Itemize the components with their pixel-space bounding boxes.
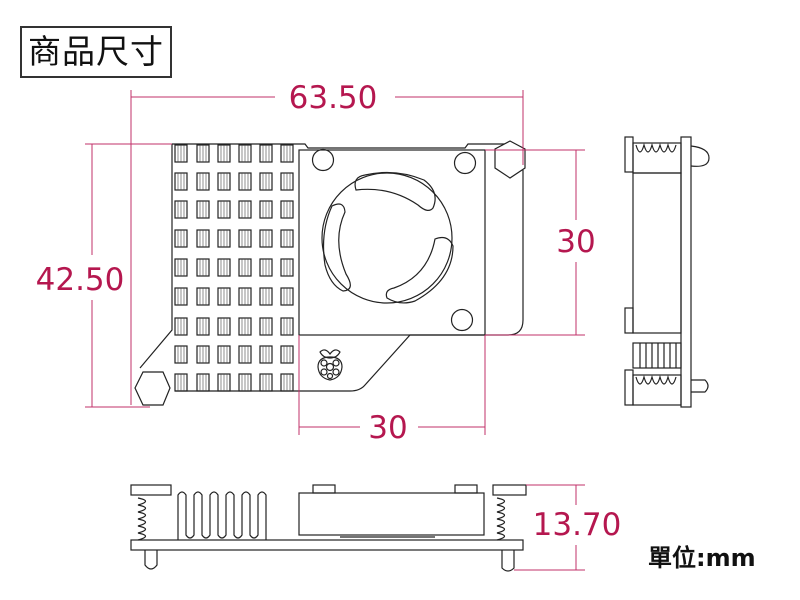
front-view: [130, 484, 527, 572]
top-view: [134, 140, 526, 406]
dimension-fan-height-label: 30: [556, 224, 595, 260]
fin-grid: [174, 144, 294, 392]
dimension-height: 42.50: [36, 143, 172, 408]
dimension-height-label: 42.50: [36, 262, 125, 298]
screw-hole-icon: [453, 151, 477, 175]
raspberry-pi-logo-icon: [317, 349, 343, 381]
fan-outer-ring: [321, 172, 453, 304]
dimension-width-label: 63.50: [289, 80, 378, 116]
side-view: [624, 136, 710, 408]
unit-label: 單位:mm: [648, 544, 756, 572]
dimension-width: 63.50: [130, 80, 524, 405]
fan-blades: [322, 171, 454, 304]
dimension-fan-width: 30: [298, 335, 486, 446]
dimension-fan-height: 30: [485, 149, 596, 336]
hex-standoff-icon: [134, 371, 171, 406]
dimension-thickness: 13.70: [514, 484, 622, 571]
screw-hole-icon: [450, 308, 474, 332]
dimension-thickness-label: 13.70: [533, 507, 622, 543]
screw-hole-icon: [311, 148, 335, 172]
page-title: 商品尺寸: [20, 26, 172, 78]
fan-housing: [298, 149, 486, 336]
dimension-fan-width-label: 30: [368, 410, 407, 446]
hex-standoff-icon: [494, 140, 526, 179]
